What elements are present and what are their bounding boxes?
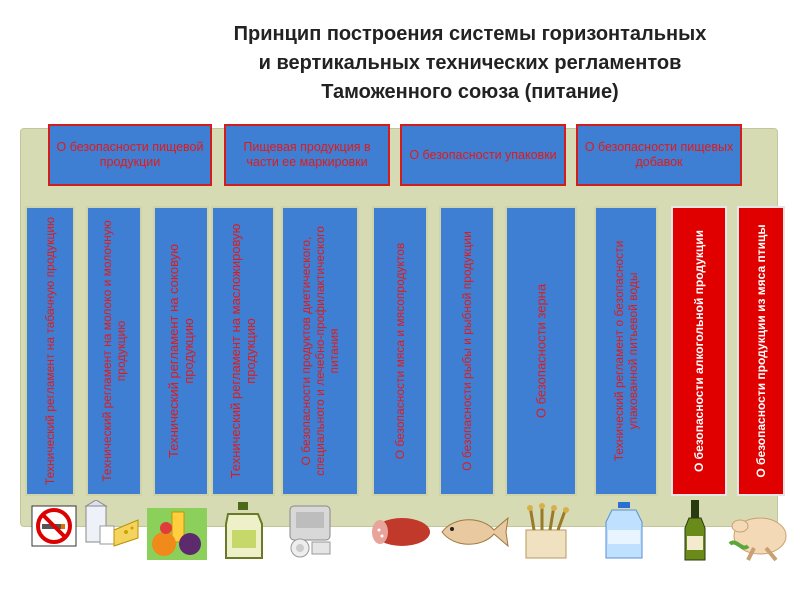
vertical-bar-label: О безопасности алкогольной продукции — [692, 230, 706, 472]
vertical-bar-diet: О безопасности продуктов диетического, с… — [281, 206, 359, 496]
horizontal-box-label: О безопасности упаковки — [409, 147, 557, 162]
page-title: Принцип построения системы горизонтальны… — [150, 20, 790, 107]
horizontal-box-additives: О безопасности пищевых добавок — [576, 124, 742, 186]
vertical-bar-oil: Технический регламент на масложировую пр… — [211, 206, 275, 496]
vertical-bar-alcohol: О безопасности алкогольной продукции — [671, 206, 727, 496]
juice-fruit-icon — [147, 508, 207, 560]
vertical-bar-meat: О безопасности мяса и мясопродуктов — [372, 206, 428, 496]
horizontal-box-label: Пищевая продукция в части ее маркировки — [243, 140, 371, 169]
vertical-bar-label: О безопасности зерна — [533, 283, 549, 419]
vertical-bar-poultry: О безопасности продукции из мяса птицы — [737, 206, 785, 496]
water-bottle-icon — [605, 502, 643, 559]
title-line-3: Таможенного союза (питание) — [321, 81, 619, 103]
vertical-bar-label: Технический регламент на табачную продук… — [43, 216, 57, 486]
vertical-bar-tobacco: Технический регламент на табачную продук… — [25, 206, 75, 496]
vertical-bar-label: Технический регламент о безопасности упа… — [612, 240, 640, 462]
wine-bottle-icon — [684, 500, 706, 561]
chicken-icon — [728, 517, 787, 562]
horizontal-box-packaging: О безопасности упаковки — [400, 124, 566, 186]
vertical-bar-label: О безопасности мяса и мясопродуктов — [393, 242, 407, 460]
title-line-2: и вертикальных технических регламентов — [258, 52, 682, 74]
title-line-1: Принцип построения системы горизонтальны… — [233, 23, 707, 45]
vertical-bar-milk: Технический регламент на молоко и молочн… — [86, 206, 142, 496]
vertical-bar-label: О безопасности продуктов диетического, с… — [299, 226, 341, 476]
vertical-bar-fish: О безопасности рыбы и рыбной продукции — [439, 206, 495, 496]
vertical-bar-grain: О безопасности зерна — [505, 206, 577, 496]
vertical-bar-label: Технический регламент на масложировую пр… — [228, 223, 258, 479]
horizontal-box-labeling: Пищевая продукция в части ее маркировки — [224, 124, 390, 186]
oil-canister-icon — [225, 502, 263, 559]
horizontal-box-label: О безопасности пищевой продукции — [56, 140, 204, 169]
sausage-icon — [372, 518, 430, 546]
vertical-bar-label: Технический регламент на соковую продукц… — [166, 244, 196, 458]
horizontal-box-food-safety: О безопасности пищевой продукции — [48, 124, 212, 186]
no-smoking-icon — [31, 505, 77, 547]
vertical-bar-label: О безопасности продукции из мяса птицы — [754, 224, 768, 478]
diet-food-icon — [289, 505, 331, 558]
vertical-bar-juice: Технический регламент на соковую продукц… — [153, 206, 209, 496]
vertical-bar-water: Технический регламент о безопасности упа… — [594, 206, 658, 496]
fish-icon — [441, 516, 509, 548]
horizontal-box-label: О безопасности пищевых добавок — [584, 140, 734, 169]
milk-dairy-icon — [84, 500, 139, 547]
vertical-bar-label: О безопасности рыбы и рыбной продукции — [460, 231, 474, 471]
grain-icon — [525, 503, 569, 559]
vertical-bar-label: Технический регламент на молоко и молочн… — [100, 220, 128, 482]
